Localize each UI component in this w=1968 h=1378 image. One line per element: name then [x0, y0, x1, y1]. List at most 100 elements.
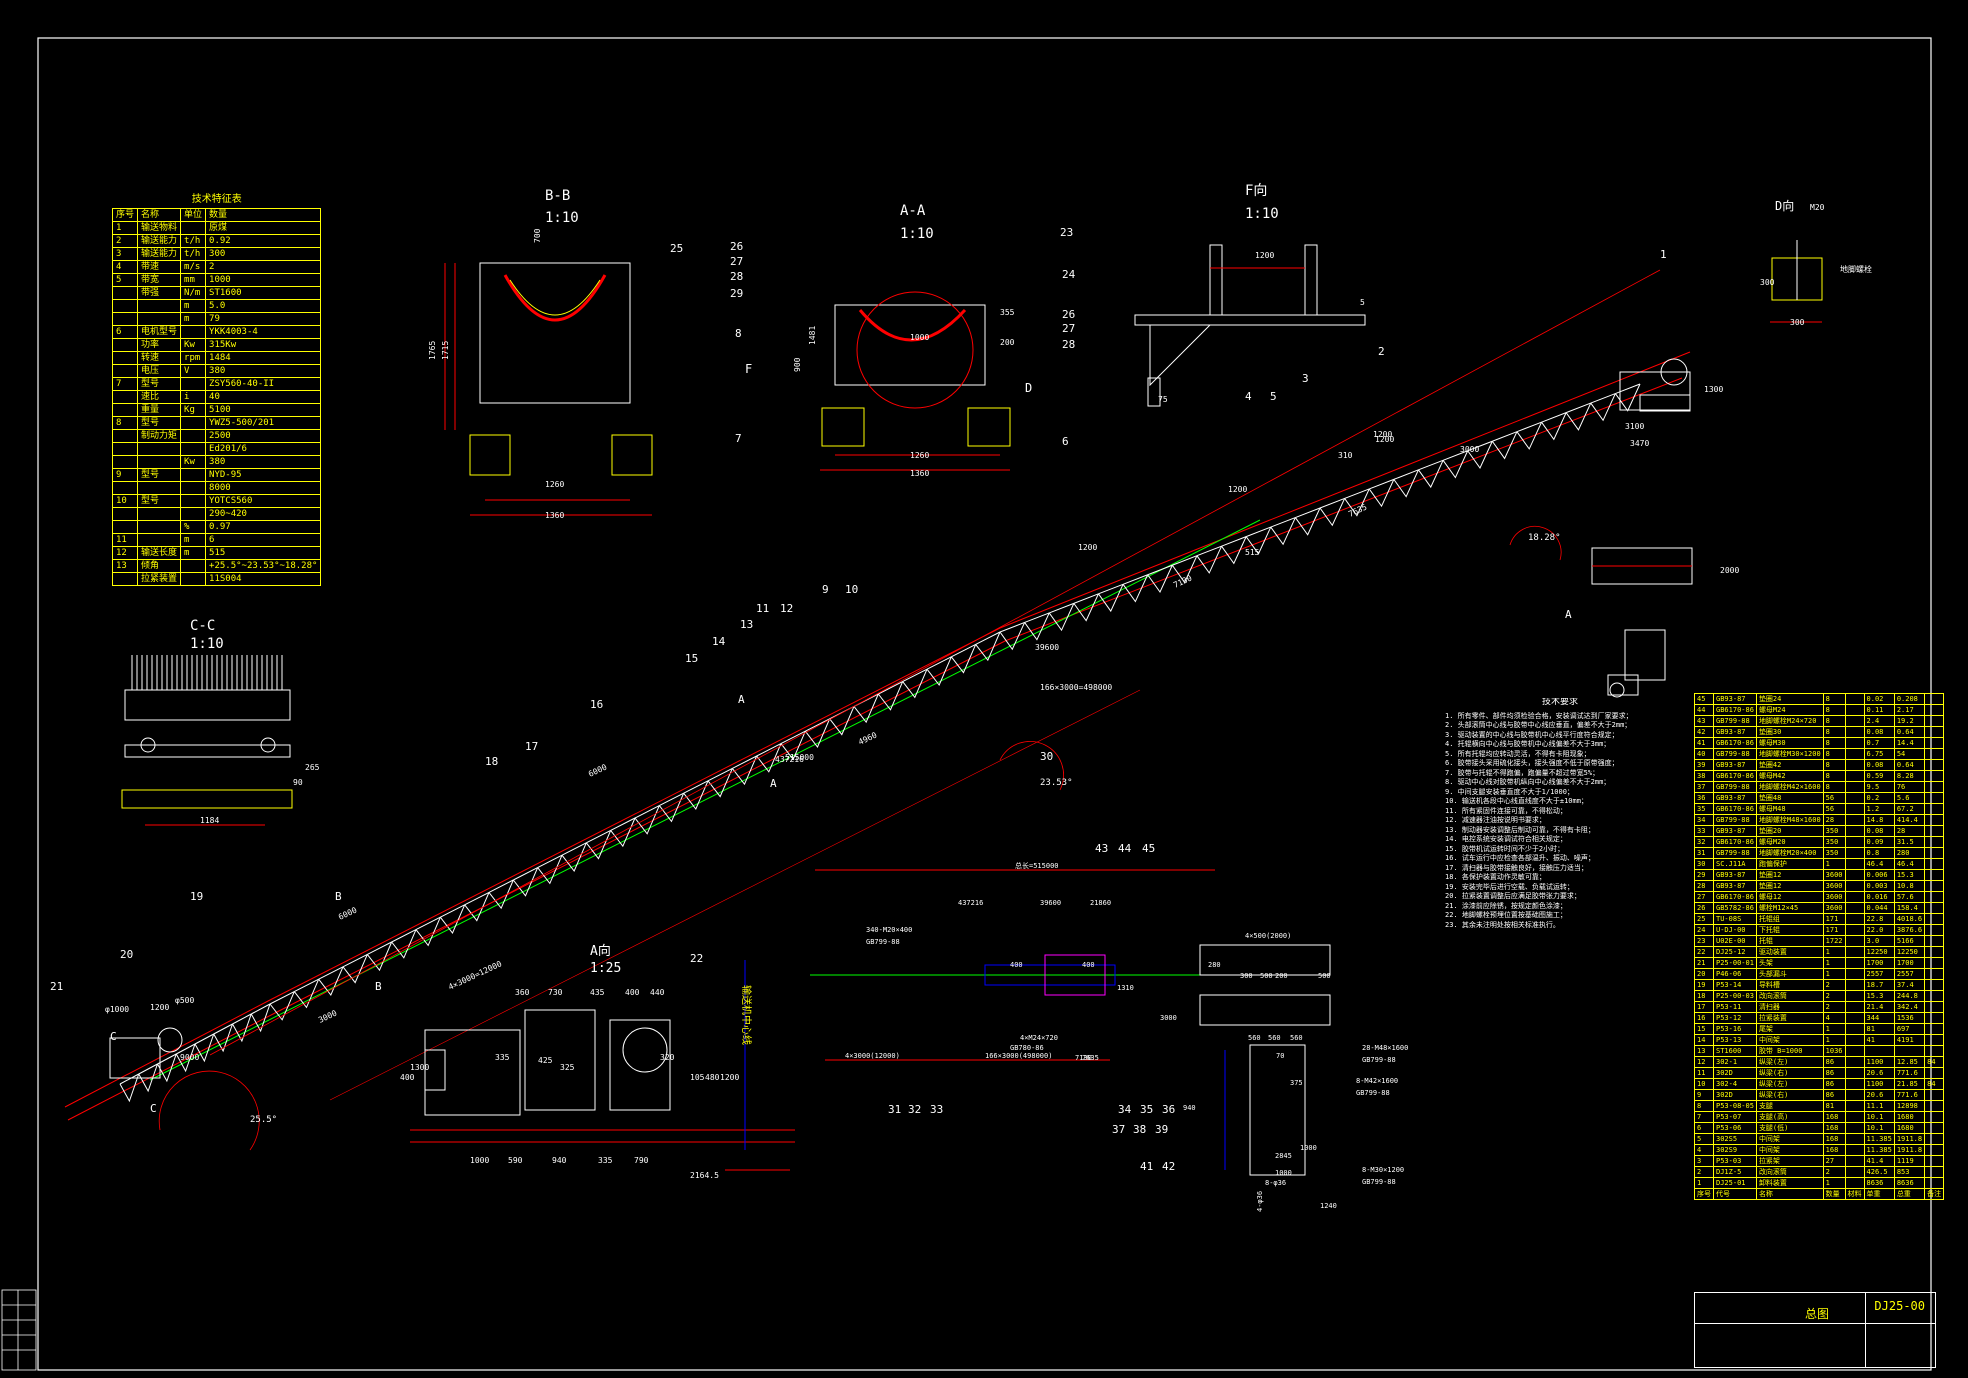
tech-table-cell: 2 [111, 234, 139, 248]
dim-label: 1200 [720, 1073, 739, 1082]
dim-label: 105 [690, 1073, 705, 1082]
dim-label: 1200 [1373, 430, 1392, 439]
parts-cell [1924, 858, 1945, 870]
parts-cell [1844, 825, 1865, 837]
parts-cell: 地脚螺栓M42×1600 [1755, 781, 1824, 793]
parts-cell: 序号 [1694, 1188, 1714, 1200]
parts-cell: P53-03 [1713, 1155, 1757, 1167]
parts-cell: 37.4 [1893, 979, 1926, 991]
parts-cell: 0.016 [1863, 891, 1895, 903]
callout: 9 [822, 583, 829, 596]
parts-cell [1844, 792, 1865, 804]
view-a-drive [410, 960, 795, 1171]
dim-label: 1200 [1255, 251, 1274, 260]
callout: 21 [50, 980, 63, 993]
parts-cell: 6.75 [1863, 748, 1895, 760]
dim-label: 1184 [200, 816, 219, 825]
section-label: A [770, 777, 777, 790]
dim-label: 1360 [545, 511, 564, 520]
parts-cell: 1 [1694, 1177, 1714, 1189]
dim-label: 1200 [150, 1003, 169, 1012]
note-line: 23. 其余未注明处按相关标准执行。 [1445, 920, 1560, 929]
parts-cell [1924, 726, 1945, 738]
dim-label: 1715 [441, 341, 450, 360]
take-up-detail [1591, 547, 1693, 698]
tech-table-cell: 5.0 [205, 299, 322, 313]
callout: 10 [845, 583, 858, 596]
parts-cell: 清扫器 [1755, 1001, 1824, 1013]
parts-cell [1924, 836, 1945, 848]
tech-table-cell: 13 [111, 559, 139, 573]
view-scale: 1:10 [900, 226, 934, 242]
parts-cell: U-DJ-00 [1713, 924, 1757, 936]
parts-cell: 螺母12 [1755, 891, 1824, 903]
dim-label: 4960 [857, 730, 878, 746]
dim-label: 340-M20×400 [866, 926, 912, 934]
tech-table-cell: 型号 [137, 377, 182, 391]
tech-table-cell [111, 429, 139, 443]
parts-cell: 3876.6 [1893, 924, 1926, 936]
parts-cell: GB6170-86 [1713, 704, 1757, 716]
tech-table-cell: 0.97 [205, 520, 322, 534]
dim-label: 39600 [1040, 899, 1061, 907]
dim-label: GB799-88 [1356, 1089, 1390, 1097]
dim-label: 5 [1360, 298, 1365, 307]
parts-cell [1844, 1078, 1865, 1090]
tech-table-cell: 1 [111, 221, 139, 235]
parts-cell: 10.1 [1863, 1111, 1895, 1123]
section-label: B [335, 890, 342, 903]
parts-cell: 0.2 [1863, 792, 1895, 804]
parts-cell: 垫圈12 [1755, 880, 1824, 892]
parts-cell: 45 [1694, 693, 1714, 705]
parts-cell: 1 [1822, 1177, 1846, 1189]
parts-cell: 2557 [1893, 968, 1926, 980]
tech-table-cell [180, 325, 207, 339]
parts-cell: 代号 [1713, 1188, 1757, 1200]
drawing-title: 总图 [1805, 1307, 1830, 1321]
parts-cell: 771.6 [1893, 1089, 1926, 1101]
view-aa [820, 291, 1011, 471]
parts-cell: 4 [1822, 1012, 1846, 1024]
parts-cell: 20.6 [1863, 1089, 1895, 1101]
parts-cell: 地脚螺栓M30×1200 [1755, 748, 1824, 760]
parts-cell [1924, 990, 1945, 1002]
parts-cell: 22.8 [1863, 913, 1895, 925]
tech-table-cell [111, 481, 139, 495]
parts-cell: 28 [1893, 825, 1926, 837]
parts-cell [1844, 770, 1865, 782]
parts-cell [1844, 1089, 1865, 1101]
parts-cell: 螺母M42 [1755, 770, 1824, 782]
view-title: D向 [1775, 198, 1794, 213]
tech-table-cell: 倾角 [137, 559, 182, 573]
parts-cell: GB6170-86 [1713, 803, 1757, 815]
tech-table-cell: 带速 [137, 260, 182, 274]
parts-cell: 35 [1694, 803, 1714, 815]
parts-cell: 11.385 [1863, 1144, 1895, 1156]
parts-cell: 1536 [1893, 1012, 1926, 1024]
note-line: 5. 所有托辊均应转动灵活，不得有卡阻现象； [1445, 749, 1591, 758]
tech-table-row: 序号名称单位数量 [111, 208, 322, 222]
parts-cell [1924, 1012, 1945, 1024]
note-line: 16. 试车运行中应检查各部温升、振动、噪声； [1445, 854, 1595, 862]
parts-cell: 28 [1822, 814, 1846, 826]
parts-cell [1844, 957, 1865, 969]
parts-cell: 1100 [1863, 1078, 1895, 1090]
tech-table-cell: m [180, 533, 207, 547]
parts-cell: 344 [1863, 1012, 1895, 1024]
note-line: 17. 清扫器与胶带接触良好，接触压力适当； [1445, 863, 1588, 872]
tech-table-cell: 功率 [137, 338, 182, 352]
parts-cell: 34 [1694, 814, 1714, 826]
parts-cell: 24 [1694, 924, 1714, 936]
parts-cell: 地脚螺栓M20×400 [1755, 847, 1824, 859]
parts-cell [1844, 1034, 1865, 1046]
parts-cell: GB799-88 [1713, 715, 1757, 727]
parts-cell: ST1600 [1713, 1045, 1757, 1057]
belt-upper-line [64, 351, 1691, 1108]
parts-cell: 4018.6 [1893, 913, 1926, 925]
parts-cell: 41 [1863, 1034, 1895, 1046]
tech-table-cell [111, 286, 139, 300]
